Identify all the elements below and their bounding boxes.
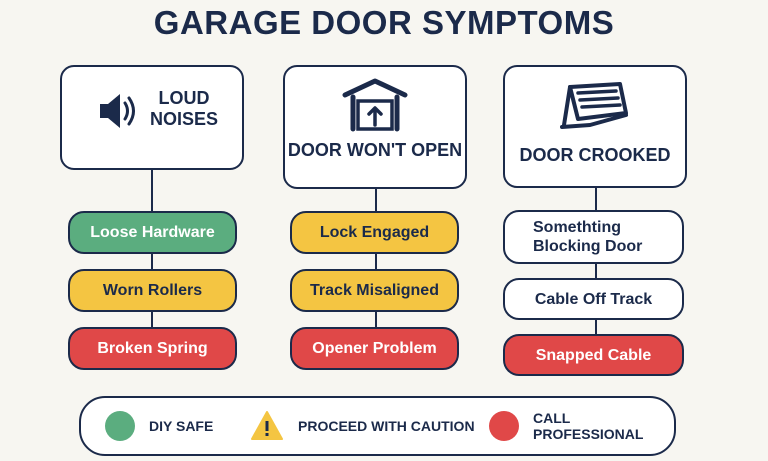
- cause-pill-caution: Track Misaligned: [290, 269, 459, 312]
- legend-item-diy-safe: DIY SAFE: [105, 398, 213, 454]
- green-circle-icon: [105, 411, 135, 441]
- symptom-label: LOUD NOISES: [149, 88, 219, 129]
- speaker-icon: [100, 94, 135, 128]
- legend-item-caution: PROCEED WITH CAUTION: [250, 398, 475, 454]
- legend-label: PROCEED WITH CAUTION: [298, 418, 475, 434]
- legend-item-call-professional: CALL PROFESSIONAL: [489, 398, 674, 454]
- garage-door-icon: [342, 78, 408, 132]
- symptom-card-loud-noises: LOUD NOISES: [60, 65, 244, 170]
- cause-pill-caution: Lock Engaged: [290, 211, 459, 254]
- cause-pill-unrated: Cable Off Track: [503, 278, 684, 320]
- symptom-label: DOOR CROOKED: [519, 145, 671, 165]
- cause-pill-unrated: Somethting Blocking Door: [503, 210, 684, 264]
- connector-line: [151, 168, 153, 358]
- legend: DIY SAFE PROCEED WITH CAUTION CALL PROFE…: [79, 396, 676, 456]
- cause-pill-professional: Broken Spring: [68, 327, 237, 370]
- symptom-label: DOOR WON'T OPEN: [287, 140, 463, 160]
- connector-line: [595, 186, 597, 362]
- red-circle-icon: [489, 411, 519, 441]
- cause-pill-professional: Opener Problem: [290, 327, 459, 370]
- cause-pill-caution: Worn Rollers: [68, 269, 237, 312]
- cause-pill-professional: Snapped Cable: [503, 334, 684, 376]
- crooked-door-icon: [560, 82, 628, 129]
- legend-label: CALL PROFESSIONAL: [533, 410, 644, 442]
- symptom-card-door-wont-open: DOOR WON'T OPEN: [283, 65, 467, 189]
- cause-pill-diy-safe: Loose Hardware: [68, 211, 237, 254]
- symptom-card-door-crooked: DOOR CROOKED: [503, 65, 687, 188]
- diagram-title: GARAGE DOOR SYMPTOMS: [153, 4, 615, 41]
- legend-label: DIY SAFE: [149, 418, 214, 434]
- warning-triangle-icon: [251, 411, 283, 440]
